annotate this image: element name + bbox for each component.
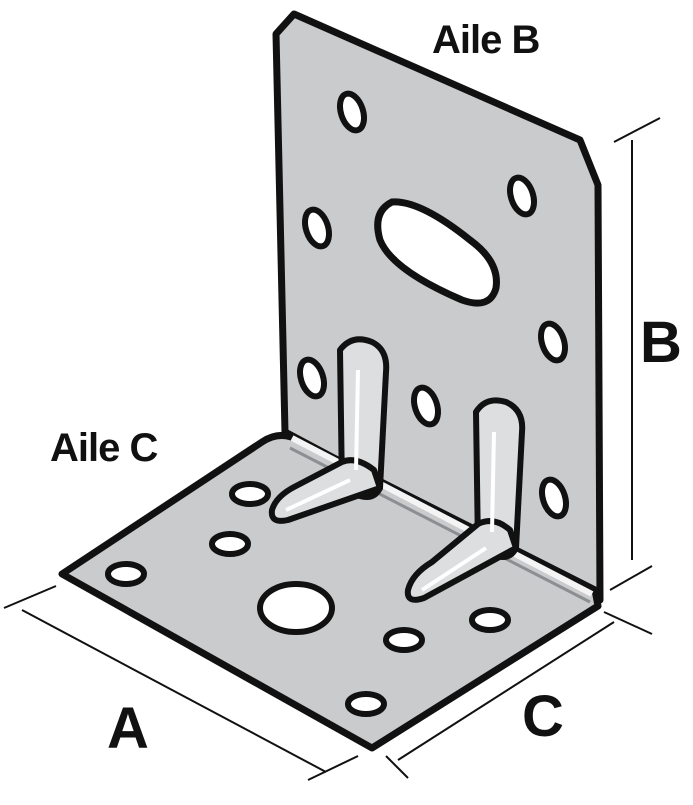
- flange-c-plate: [58, 432, 602, 752]
- flange-c-label: Aile C: [50, 426, 158, 470]
- oblong-slot: [374, 198, 500, 307]
- dimension-lines: [3, 117, 661, 781]
- round-hole: [538, 320, 568, 364]
- round-hole: [411, 384, 441, 428]
- dimension-b-label: B: [640, 310, 682, 375]
- round-hole: [105, 561, 147, 587]
- round-hole: [345, 691, 387, 717]
- large-round-hole: [257, 581, 335, 635]
- round-hole: [297, 356, 327, 400]
- round-hole: [539, 476, 569, 520]
- flange-b-holes: [297, 90, 569, 520]
- stiffener-rib-left: [268, 336, 390, 524]
- round-hole: [209, 531, 251, 557]
- flange-b-label: Aile B: [432, 18, 540, 62]
- round-hole: [229, 481, 271, 507]
- round-hole: [302, 206, 332, 250]
- round-hole: [507, 174, 537, 218]
- dimension-a-label: A: [107, 696, 149, 761]
- round-hole: [469, 607, 511, 633]
- flange-c-holes: [105, 481, 511, 717]
- round-hole: [383, 627, 425, 653]
- round-hole: [337, 90, 367, 134]
- stiffener-rib-right: [404, 397, 526, 603]
- dimension-c-label: C: [522, 684, 564, 749]
